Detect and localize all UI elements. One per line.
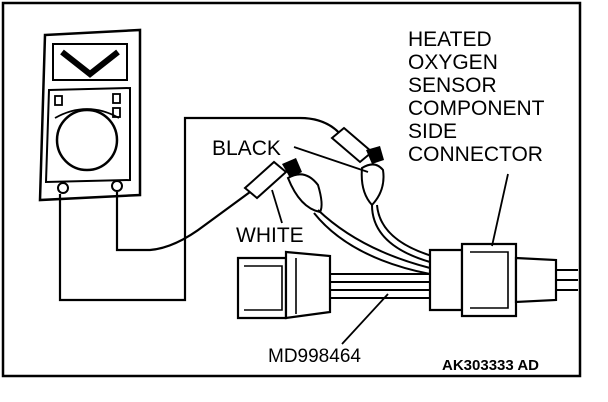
com-jack[interactable] xyxy=(57,182,69,194)
sensor-label-line-1: HEATED xyxy=(408,28,492,51)
black-probe-handle xyxy=(330,126,374,164)
indicator-box xyxy=(54,95,63,106)
sensor-connector-housing xyxy=(460,242,518,318)
voltage-symbol-icon xyxy=(60,49,120,78)
black-lead-label: BLACK xyxy=(212,137,281,160)
probe-wire-black-2 xyxy=(376,204,433,257)
test-harness xyxy=(236,248,464,320)
black-probe-tip xyxy=(366,146,384,164)
white-probe-tip xyxy=(282,158,302,178)
sensor-label-line-6: CONNECTOR xyxy=(408,143,543,166)
rotary-dial[interactable] xyxy=(55,108,119,172)
leader-white xyxy=(271,189,283,224)
sensor-connector-tail xyxy=(514,256,558,304)
tool-label: MD998464 xyxy=(268,346,361,367)
lead-wire-v xyxy=(115,191,251,252)
white-lead-label: WHITE xyxy=(236,224,304,247)
white-probe-handle xyxy=(243,160,288,200)
indicator-box xyxy=(112,93,121,104)
black-probe xyxy=(330,126,385,207)
white-clip xyxy=(286,173,323,214)
figure-code: AK303333 AD xyxy=(442,357,539,374)
sensor-label-line-2: OXYGEN xyxy=(408,51,498,74)
sensor-connector xyxy=(460,242,578,318)
multimeter: V xyxy=(38,28,142,202)
white-probe xyxy=(243,158,323,214)
harness-connector-left xyxy=(236,256,288,320)
lead-wire-com xyxy=(58,116,346,302)
harness-connector-mid xyxy=(428,248,464,312)
harness-connector-left-body xyxy=(284,250,332,320)
v-jack[interactable] xyxy=(111,180,123,192)
black-clip xyxy=(360,163,385,207)
sensor-label-line-3: SENSOR xyxy=(408,74,497,97)
dial-arc xyxy=(54,108,120,119)
sensor-label-line-4: COMPONENT xyxy=(408,97,545,120)
probe-wire-white xyxy=(317,209,431,269)
probe-wire-white-2 xyxy=(313,212,431,275)
probe-wire-black xyxy=(371,204,431,263)
sensor-label-line-5: SIDE xyxy=(408,120,457,143)
leader-black xyxy=(293,146,369,173)
leader-sensor xyxy=(491,173,509,247)
figure-frame xyxy=(1,1,582,378)
leader-tool xyxy=(341,293,389,345)
